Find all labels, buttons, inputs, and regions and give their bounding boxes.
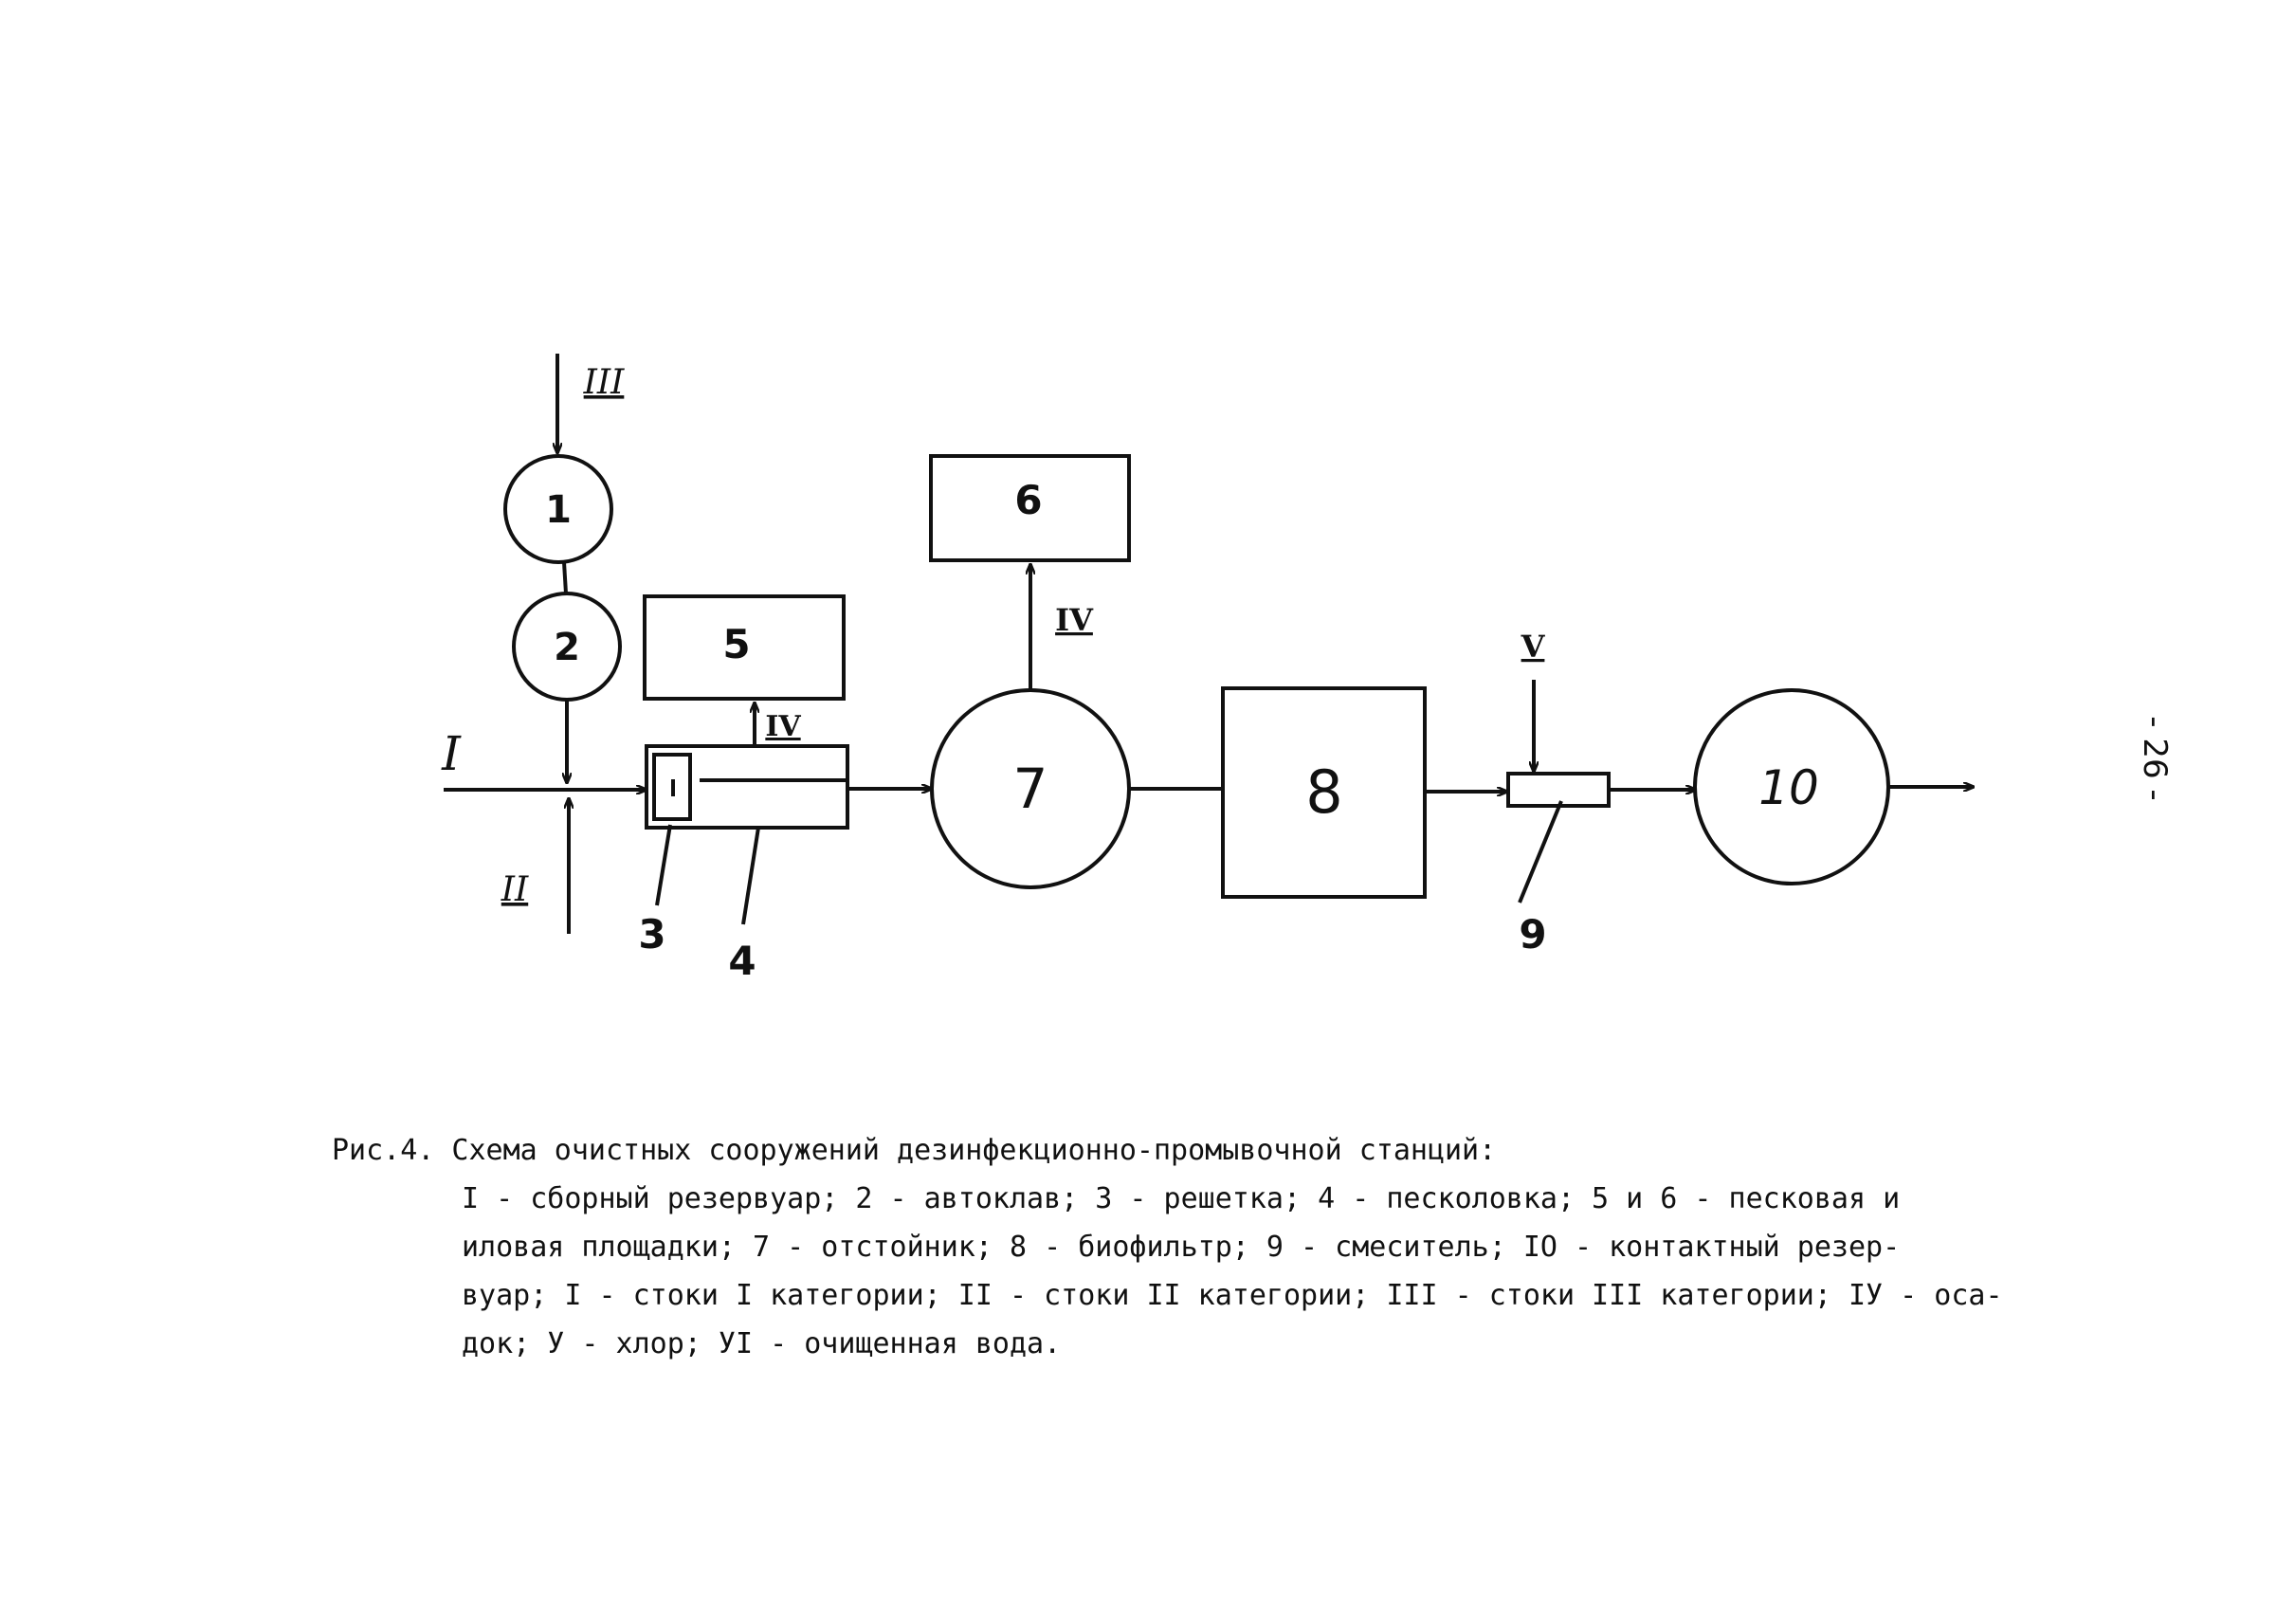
caption-legend-line: I - сборный резервуар; 2 - автоклав; 3 -… xyxy=(462,1182,1901,1215)
caption-legend-line: иловая площадки; 7 - отстойник; 8 - биоф… xyxy=(462,1231,1901,1264)
node-6-label: 6 xyxy=(1014,477,1042,523)
leader-9 xyxy=(1518,800,1563,903)
leader-4 xyxy=(741,827,760,925)
flow-label-i: I xyxy=(441,726,462,781)
flow-label-iv-5: IV xyxy=(765,710,801,743)
page-number: - 26 - xyxy=(2136,716,2174,800)
flow-label-iii: III xyxy=(583,363,625,402)
node-9-label: 9 xyxy=(1519,911,1546,958)
node-6-box xyxy=(929,454,1131,562)
node-1-label: 1 xyxy=(545,488,572,532)
caption-legend-line: вуар; I - стоки I категории; II - стоки … xyxy=(462,1279,2003,1312)
node-3-screen xyxy=(652,753,692,821)
node-5-box xyxy=(643,594,846,701)
figure-caption-legend: I - сборный резервуар; 2 - автоклав; 3 -… xyxy=(462,1175,2003,1368)
node-5-label: 5 xyxy=(722,621,750,667)
flow-label-ii: II xyxy=(501,870,529,909)
node-3-label: 3 xyxy=(638,911,665,958)
flow-label-iv-6: IV xyxy=(1055,602,1094,638)
node-2-label: 2 xyxy=(554,626,580,669)
node-8-label: 8 xyxy=(1305,757,1342,827)
node-10-label: 10 xyxy=(1758,760,1819,815)
flow-label-v: V xyxy=(1521,629,1546,665)
link-1-2 xyxy=(562,561,568,594)
figure-caption-title: Рис.4. Схема очистных сооружений дезинфе… xyxy=(332,1134,1497,1167)
node-4-sand-trap xyxy=(645,744,849,830)
caption-legend-line: док; У - хлор; УI - очищенная вода. xyxy=(462,1327,1062,1360)
node-7-label: 7 xyxy=(1013,757,1048,821)
leader-3 xyxy=(655,824,672,906)
node-9-mixer xyxy=(1506,772,1611,808)
node-1-circle xyxy=(503,454,613,564)
node-4-label: 4 xyxy=(728,938,756,984)
